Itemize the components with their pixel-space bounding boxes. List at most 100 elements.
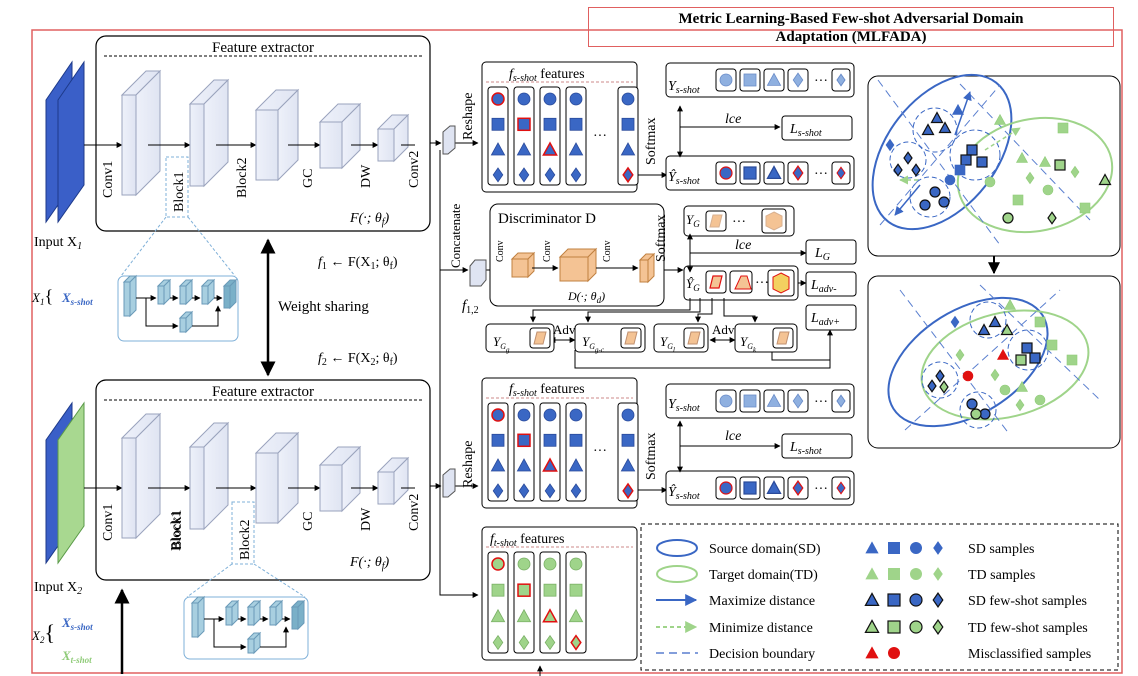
input-x2-stack [45,401,85,565]
sample-diamond [927,379,937,393]
source-domain-ellipse [871,73,1013,231]
sample-circle [1034,394,1046,406]
legend-square [887,620,901,634]
feature-column [513,402,535,502]
hex-mark [765,211,783,231]
layer-2 [254,431,300,525]
sample-circle [1042,184,1054,196]
sample-circle [1002,212,1014,224]
feature-column [617,402,639,502]
para-mark [533,331,547,345]
sample-square [1015,354,1027,366]
s-shot-features-top-title: fs-shot features [509,67,585,84]
sample-square [1057,122,1069,134]
head-triangle [766,480,782,494]
feature-diamond [544,483,556,499]
lce-connectors [677,105,781,473]
sample-triangle [1038,155,1052,167]
feature-circle [569,92,583,106]
sample-triangle [930,111,944,124]
sample-triangle [996,348,1010,360]
sample-square [1029,352,1041,364]
feature-diamond [518,167,530,183]
f12-label: f1,2 [462,298,479,316]
feature-diamond [492,483,504,499]
scatter-after-panel [867,275,1121,449]
feature-diamond [492,167,504,183]
feature-triangle [568,142,584,156]
adv-1: Adv [553,322,576,337]
head-diamond [792,480,804,496]
legend-square [888,568,900,580]
cluster-ring [959,391,997,429]
legend-triangle [865,567,879,580]
scatter-before [871,73,1114,246]
f1-equation: f1 ← F(X1; θf) [318,255,398,272]
s-shot-features-top [481,61,639,193]
lce-top: lce [725,112,741,127]
feature-column [539,402,561,502]
feature-column [513,551,535,654]
discriminator-heads: ······ [683,205,799,301]
loss-s-shot-top-box [781,115,853,141]
feature-square [621,433,635,447]
head-ellipsis: ··· [814,74,828,89]
feature-square [621,117,635,131]
feature-triangle [516,458,532,472]
sample-square [1054,159,1066,171]
feature-circle [621,408,635,422]
para-mark [709,275,723,289]
feature-square [569,433,583,447]
lce-disc: lce [735,238,751,253]
layer-label-dw: DW [359,507,374,531]
sample-triangle [1003,298,1017,310]
disc-conv-2: Conv [542,240,553,262]
t-shot-features-title: ft-shot features [490,532,564,549]
scatter-after [887,284,1101,436]
concatenate-label: Concatenate [448,204,463,268]
feature-square [569,583,583,597]
input-x1-stack [45,60,85,224]
softmax-disc: Softmax [654,215,669,262]
layer-label-gc: GC [301,169,316,188]
legend-target-ellipse [656,565,698,583]
legend-sd-samples: SD samples [968,542,1035,557]
layer-label-block2: Block2 [235,158,250,198]
decision-boundary [899,289,1011,436]
legend-triangle [864,619,880,634]
layer-1 [188,421,230,531]
feature-triangle [620,142,636,156]
layer-label-conv2: Conv2 [407,494,422,531]
sample-diamond [1015,398,1025,412]
y-hat-s-shot-bottom: Ŷs-shot [668,483,700,502]
sample-square [1021,342,1033,354]
y-s-shot-top: Ys-shot [668,79,700,96]
feature-diamond [492,634,504,651]
loss-adv-plus: Ladv+ [810,311,840,328]
s-shot-features-bottom-title: fs-shot features [509,382,585,399]
feature-circle [543,408,557,422]
sample-triangle [1098,173,1112,186]
disc-conv-3: Conv [602,240,613,262]
head-diamond-last [836,73,846,87]
feature-triangle [620,458,636,472]
head-diamond [792,72,804,88]
sample-square [1066,354,1078,366]
feature-circle [491,92,505,106]
t-shot-features [481,526,638,661]
block2-tag-box [231,501,255,565]
reshape-bottom: Reshape [461,441,476,488]
sample-square [966,144,978,156]
trap-mark [734,275,752,290]
sample-circle [966,398,978,410]
y-s-shot-bottom: Ys-shot [668,397,700,414]
decision-boundary [879,84,1001,226]
disc-cube-1 [510,251,536,279]
sample-diamond [911,163,921,177]
layer-label-conv1: Conv1 [101,504,116,541]
input-x2-label: Input X2 [34,580,82,597]
sample-diamond [1047,211,1057,225]
y-g: YG [686,212,700,229]
sample-diamond [1070,165,1080,179]
